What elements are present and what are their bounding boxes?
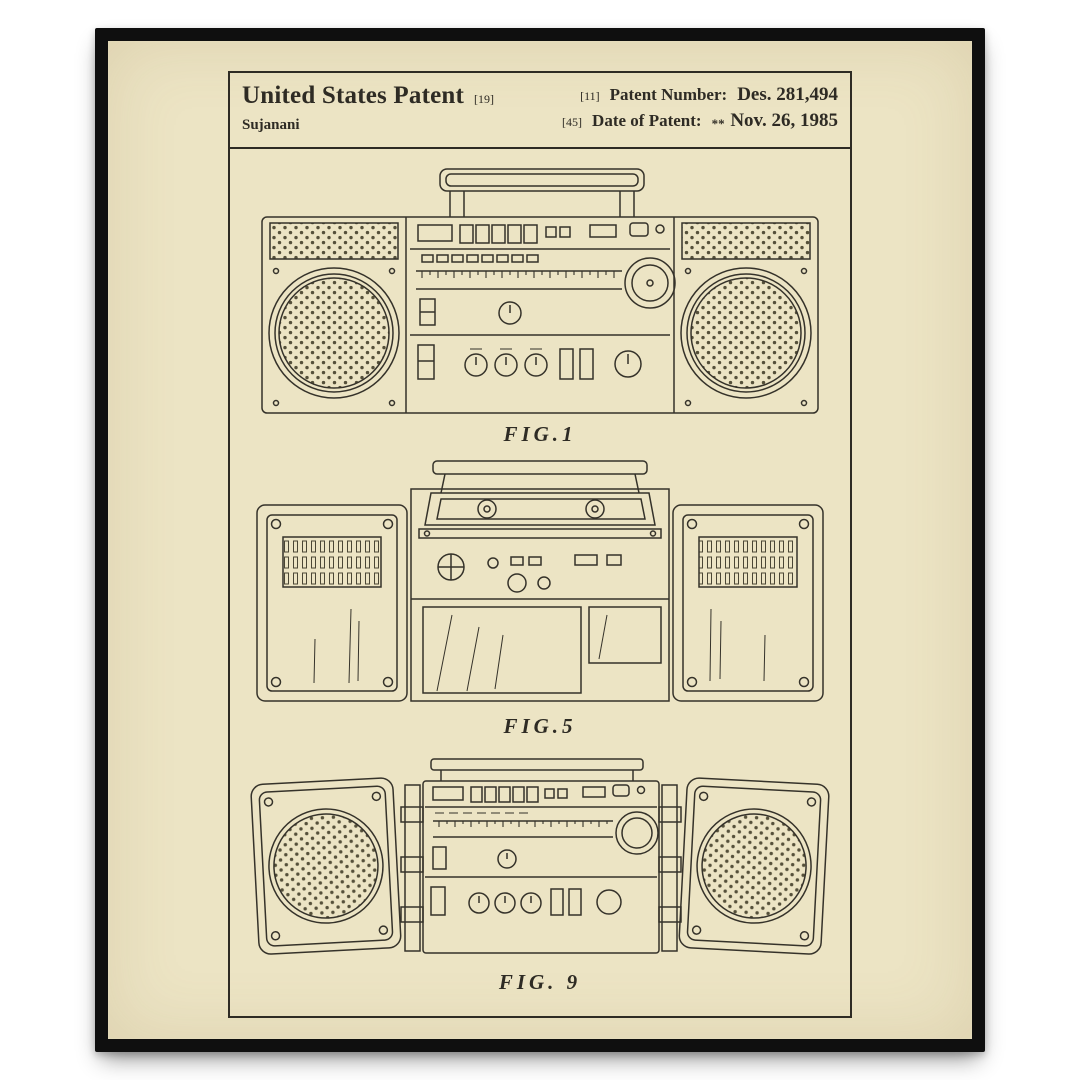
preset-buttons xyxy=(421,254,539,263)
left-detached-speaker xyxy=(250,777,402,955)
boombox-detached-drawing xyxy=(250,758,830,955)
cabinet-outline xyxy=(261,216,819,414)
patent-date-bracket: [45] xyxy=(562,115,583,129)
patent-header: United States Patent [19] Sujanani [11] … xyxy=(230,73,850,149)
left-speaker xyxy=(268,222,400,407)
patent-number-label: Patent Number: xyxy=(609,85,728,104)
battery-compartment xyxy=(422,606,662,694)
inventor-name: Sujanani xyxy=(242,117,300,133)
reissue-asterisks: ** xyxy=(711,116,725,131)
figures-area: FIG.1 xyxy=(230,149,850,995)
open-cassette-lid xyxy=(418,492,662,539)
patent-content-border: United States Patent [19] Sujanani [11] … xyxy=(228,71,852,1018)
figure-9-caption: FIG. 9 xyxy=(498,970,582,994)
patent-number-value: Des. 281,494 xyxy=(737,84,838,105)
patent-number-bracket: [11] xyxy=(580,89,600,103)
kind-code-bracket: [19] xyxy=(474,92,495,106)
patent-date-label: Date of Patent: xyxy=(592,111,702,130)
cassette-key-row xyxy=(410,222,670,250)
left-hinge-strip xyxy=(400,784,424,952)
left-rear-panel xyxy=(256,504,408,702)
poster-frame: United States Patent [19] Sujanani [11] … xyxy=(95,28,985,1052)
boombox-rear-drawing xyxy=(256,460,824,702)
rear-control-cluster xyxy=(411,553,669,600)
figure-9: FIG. 9 xyxy=(245,755,835,995)
tuner-dial-scale xyxy=(416,270,622,290)
boombox-front-drawing xyxy=(261,168,819,414)
right-rear-panel xyxy=(672,504,824,702)
right-detached-speaker xyxy=(678,777,830,955)
poster-paper: United States Patent [19] Sujanani [11] … xyxy=(108,41,972,1039)
right-hinge-strip xyxy=(658,784,682,952)
figure-5-caption: FIG.5 xyxy=(503,714,577,738)
patent-title: United States Patent xyxy=(242,82,465,109)
center-rear-body xyxy=(410,488,670,702)
center-unit xyxy=(422,780,660,954)
figure-1-caption: FIG.1 xyxy=(503,422,577,446)
mid-controls xyxy=(410,298,670,336)
carry-handle-thin xyxy=(430,758,644,781)
patent-date-row: [45] Date of Patent: ** Nov. 26, 1985 xyxy=(562,110,838,132)
figure-1: FIG.1 xyxy=(260,165,820,447)
right-speaker xyxy=(680,222,812,407)
patent-number-row: [11] Patent Number: Des. 281,494 xyxy=(580,84,838,106)
carry-handle xyxy=(439,168,645,217)
bottom-knob-row xyxy=(417,344,642,380)
figure-5: FIG.5 xyxy=(255,459,825,739)
carry-handle-rear xyxy=(432,460,648,494)
patent-date-value: Nov. 26, 1985 xyxy=(730,110,838,131)
tuning-knob xyxy=(624,257,676,309)
